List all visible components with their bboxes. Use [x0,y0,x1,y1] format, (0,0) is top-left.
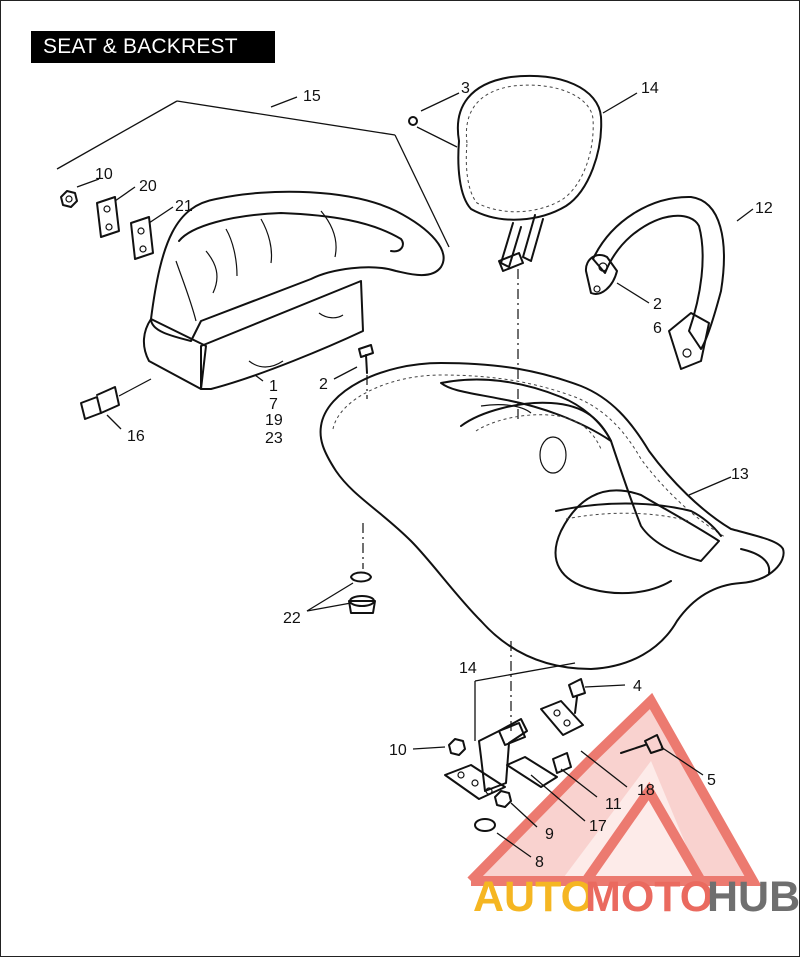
callout-14-lower: 14 [459,660,477,677]
callout-16: 16 [127,428,145,445]
callout-5: 5 [707,772,716,789]
watermark-auto: AUTO [473,873,594,921]
watermark-hub: HUB [707,873,800,921]
callout-1: 1 [269,378,278,395]
callout-23: 23 [265,430,283,447]
callout-leaders [56,92,754,858]
callout-21: 21 [175,198,193,215]
backrest-mount-plate-21 [130,216,154,260]
callout-4: 4 [633,678,642,695]
callout-19: 19 [265,412,283,429]
backrest-mount-plate-20 [96,196,120,238]
callout-15: 15 [303,88,321,105]
callout-2-strap: 2 [653,296,662,313]
backrest-upright-14 [456,74,603,421]
callout-3: 3 [461,80,470,97]
callout-18: 18 [637,782,655,799]
screw-2 [358,344,374,399]
flange-nut-10-upper [60,190,78,208]
callout-11: 11 [605,796,622,813]
lower-mount-bracket-assembly [444,641,664,832]
grab-strap-12 [584,195,725,370]
diagram-title: SEAT & BACKREST [31,31,275,63]
callout-6: 6 [653,320,662,337]
stud-16 [80,378,152,420]
callout-8: 8 [535,854,544,871]
watermark-moto: MOTO [585,873,713,921]
watermark-logo [467,692,762,886]
callout-13: 13 [731,466,749,483]
callout-20: 20 [139,178,157,195]
backrest-pad-assembly [143,190,445,390]
callout-17: 17 [589,818,607,835]
callout-9: 9 [545,826,554,843]
grommet-22 [348,523,376,614]
watermark-brand-text: AUTO MOTO HUB [473,873,800,921]
callout-7: 7 [269,396,278,413]
callout-2-mid: 2 [319,376,328,393]
callout-labels: 15 10 20 21 3 14 12 2 6 2 1 7 19 23 16 1… [95,80,773,871]
callout-10-upper: 10 [95,166,113,183]
seat-13 [319,362,785,670]
callout-14-upper: 14 [641,80,659,97]
callout-12: 12 [755,200,773,217]
screw-3 [408,116,418,126]
callout-10-lower: 10 [389,742,407,759]
callout-22: 22 [283,610,301,627]
